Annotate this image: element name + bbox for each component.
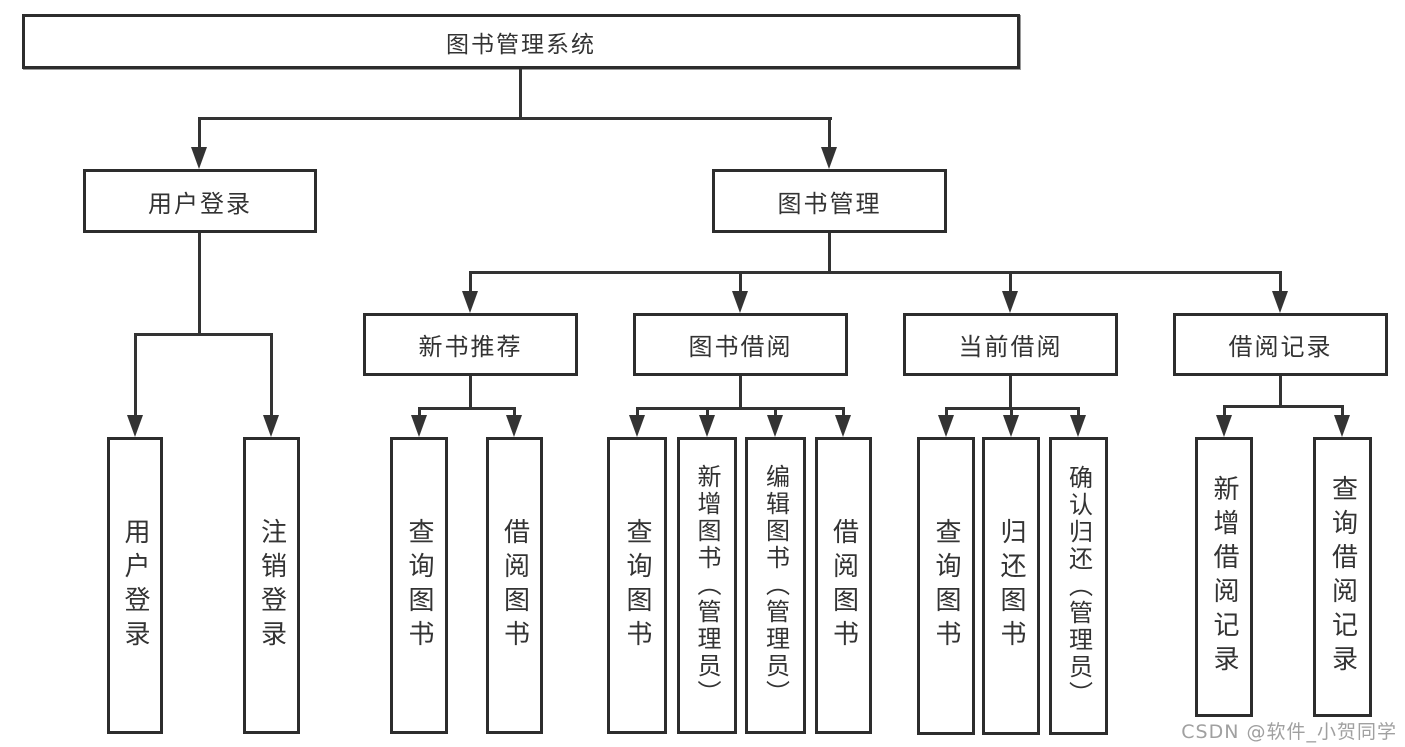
connector-to-book-management (828, 117, 831, 149)
leaf-logout: 注销登录 (243, 437, 300, 734)
connector-to-book-borrow (739, 271, 742, 293)
connector-to-leaf-user-login (134, 333, 137, 417)
arrowhead-query-books-1-icon (411, 415, 427, 437)
connector-newbook-right (513, 407, 516, 419)
arrowhead-borrow-books-1-icon (506, 415, 522, 437)
connector-rec-1 (1223, 405, 1226, 419)
arrowhead-user-login-icon (191, 147, 207, 169)
leaf-confirm-return-admin: 确认归还（管理员） (1049, 437, 1108, 735)
node-book-management: 图书管理 (712, 169, 947, 233)
arrowhead-edit-book-icon (767, 415, 783, 437)
arrowhead-query-books-3-icon (938, 415, 954, 437)
connector-bookmgmt-bar (469, 271, 1282, 274)
connector-records-stem (1279, 376, 1282, 405)
leaf-user-login: 用户登录 (107, 437, 163, 734)
leaf-borrow-books-under-newbook: 借阅图书 (486, 437, 543, 734)
node-new-book-recommend: 新书推荐 (363, 313, 578, 376)
arrowhead-borrow-records-icon (1272, 291, 1288, 313)
arrowhead-query-books-2-icon (629, 415, 645, 437)
connector-bb-2 (706, 407, 709, 419)
connector-userlogin-stem (198, 233, 201, 333)
leaf-query-books-under-borrow: 查询图书 (607, 437, 667, 734)
connector-to-current-borrow (1009, 271, 1012, 293)
connector-bb-4 (842, 407, 845, 419)
leaf-return-book: 归还图书 (982, 437, 1040, 735)
connector-bookborrow-bar (636, 407, 845, 410)
connector-userlogin-bar (134, 333, 273, 336)
leaf-query-books-under-newbook: 查询图书 (390, 437, 448, 734)
connector-to-new-book (469, 271, 472, 293)
leaf-add-borrow-record: 新增借阅记录 (1195, 437, 1253, 717)
leaf-query-books-under-current: 查询图书 (917, 437, 975, 735)
leaf-query-borrow-record: 查询借阅记录 (1313, 437, 1372, 717)
arrowhead-borrow-books-2-icon (835, 415, 851, 437)
connector-newbook-left (418, 407, 421, 419)
connector-to-borrow-records (1279, 271, 1282, 293)
connector-to-user-login (198, 117, 201, 149)
node-user-login: 用户登录 (83, 169, 317, 233)
node-borrow-records: 借阅记录 (1173, 313, 1388, 376)
arrowhead-add-record-icon (1216, 415, 1232, 437)
connector-cb-2 (1010, 407, 1013, 419)
leaf-borrow-books-under-borrow: 借阅图书 (815, 437, 872, 734)
connector-newbook-bar (418, 407, 516, 410)
leaf-add-book-admin: 新增图书（管理员） (677, 437, 737, 734)
arrowhead-add-book-icon (699, 415, 715, 437)
connector-root-stem (519, 69, 522, 118)
connector-bb-1 (636, 407, 639, 419)
connector-newbook-stem (469, 376, 472, 407)
arrowhead-new-book-icon (462, 291, 478, 313)
arrowhead-book-borrow-icon (732, 291, 748, 313)
csdn-watermark: CSDN @软件_小贺同学 (1181, 721, 1397, 743)
arrowhead-book-management-icon (821, 147, 837, 169)
node-library-management-system: 图书管理系统 (22, 14, 1020, 69)
connector-cb-3 (1077, 407, 1080, 419)
node-book-borrow: 图书借阅 (633, 313, 848, 376)
connector-bookmgmt-stem (828, 233, 831, 271)
arrowhead-leaf-logout-icon (263, 415, 279, 437)
connector-to-leaf-logout (270, 333, 273, 417)
leaf-edit-book-admin: 编辑图书（管理员） (745, 437, 806, 734)
connector-bookborrow-stem (739, 376, 742, 407)
arrowhead-confirm-return-icon (1070, 415, 1086, 437)
connector-rec-2 (1341, 405, 1344, 419)
arrowhead-leaf-user-login-icon (127, 415, 143, 437)
connector-records-bar (1223, 405, 1344, 408)
connector-bb-3 (774, 407, 777, 419)
arrowhead-return-book-icon (1003, 415, 1019, 437)
connector-root-bar (198, 117, 832, 120)
arrowhead-query-record-icon (1334, 415, 1350, 437)
connector-currentborrow-stem (1009, 376, 1012, 407)
connector-cb-1 (945, 407, 948, 419)
arrowhead-current-borrow-icon (1002, 291, 1018, 313)
node-current-borrow: 当前借阅 (903, 313, 1118, 376)
